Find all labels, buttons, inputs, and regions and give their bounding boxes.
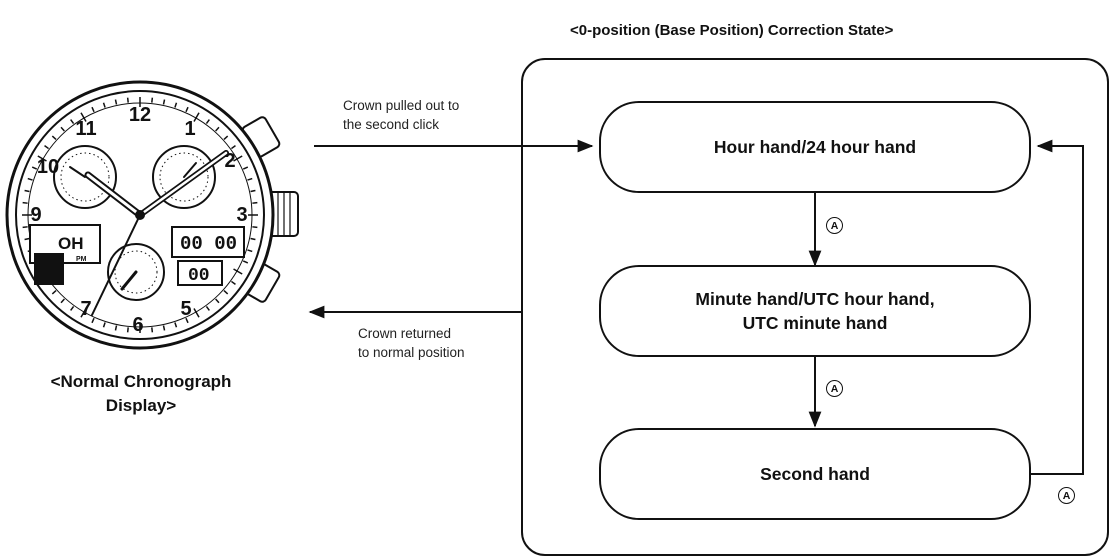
dial-number: 12 bbox=[129, 104, 151, 126]
loop-arrow-step3-to-step1 bbox=[1031, 139, 1084, 475]
bezel-tick bbox=[24, 189, 30, 193]
step-hour-hand-label: Hour hand/24 hour hand bbox=[713, 137, 917, 157]
bezel-tick bbox=[215, 298, 220, 304]
correction-state-title: <0-position (Base Position) Correction S… bbox=[570, 22, 894, 39]
bezel-tick bbox=[151, 97, 154, 103]
bezel-tick bbox=[126, 97, 129, 103]
bezel-tick bbox=[252, 201, 258, 204]
bezel-tick bbox=[80, 308, 87, 318]
bezel-tick bbox=[185, 317, 189, 324]
crown-returned-line2: to normal position bbox=[358, 345, 465, 360]
bezel-tick bbox=[37, 155, 47, 162]
button-a-marker: A bbox=[1058, 487, 1075, 504]
bezel-tick bbox=[174, 322, 178, 328]
bezel-tick bbox=[230, 145, 236, 150]
bezel-tick bbox=[242, 260, 249, 264]
dial-number: 6 bbox=[132, 314, 143, 336]
bezel-tick bbox=[27, 177, 33, 181]
bezel-tick bbox=[102, 102, 106, 108]
step-hour-hand: Hour hand/24 hour hand bbox=[599, 101, 1031, 193]
lcd-right-bottom-window bbox=[177, 260, 223, 286]
lcd-right-top-text: 00 00 bbox=[180, 233, 237, 255]
bezel-tick bbox=[162, 99, 166, 105]
bezel-tick bbox=[31, 166, 38, 170]
bezel-tick bbox=[247, 177, 253, 181]
bezel-tick bbox=[233, 268, 243, 275]
dial-number: 3 bbox=[236, 204, 247, 226]
bezel-tick bbox=[51, 290, 57, 295]
bezel-tick bbox=[223, 290, 229, 295]
step-minute-hand: Minute hand/UTC hour hand, UTC minute ha… bbox=[599, 265, 1031, 357]
bezel-tick bbox=[174, 102, 178, 108]
bezel-tick bbox=[247, 249, 253, 253]
bezel-tick bbox=[44, 145, 50, 150]
bezel-tick bbox=[91, 317, 95, 324]
crown-returned-line1: Crown returned bbox=[358, 326, 452, 341]
correction-state-panel bbox=[521, 58, 1109, 556]
step-minute-hand-label-line2: UTC minute hand bbox=[742, 313, 888, 333]
bezel-tick bbox=[114, 325, 118, 331]
bezel-tick bbox=[22, 201, 28, 204]
second-hand bbox=[91, 214, 141, 316]
bezel-tick bbox=[24, 237, 30, 241]
bezel-tick bbox=[193, 112, 200, 122]
bezel-tick bbox=[252, 226, 258, 229]
bezel-tick bbox=[70, 119, 75, 125]
dial-number: 10 bbox=[37, 156, 59, 178]
bezel-tick bbox=[193, 308, 200, 318]
dial-number: 1 bbox=[184, 118, 195, 140]
lcd-right-bottom-text: 00 bbox=[188, 266, 210, 286]
bezel-tick bbox=[102, 322, 106, 328]
crown-returned-note: Crown returned to normal position bbox=[358, 324, 465, 362]
bezel-tick bbox=[205, 119, 210, 125]
bezel-tick bbox=[70, 305, 75, 311]
crown-pulled-line1: Crown pulled out to bbox=[343, 98, 460, 113]
bezel-tick bbox=[22, 226, 28, 229]
bezel-tick bbox=[80, 112, 87, 122]
button-a-marker: A bbox=[826, 380, 843, 397]
crown-pulled-line2: the second click bbox=[343, 117, 440, 132]
dial-number: 7 bbox=[80, 298, 91, 320]
button-a-marker: A bbox=[826, 217, 843, 234]
bezel-tick bbox=[205, 305, 210, 311]
dial-number: 2 bbox=[224, 150, 235, 172]
bezel-tick bbox=[60, 298, 65, 304]
bezel-tick bbox=[114, 99, 118, 105]
bezel-tick bbox=[162, 325, 166, 331]
bezel-tick bbox=[230, 280, 236, 285]
lcd-left-sub-text: PM bbox=[76, 256, 87, 263]
bezel-tick bbox=[185, 106, 189, 113]
bezel-tick bbox=[223, 135, 229, 140]
bezel-tick bbox=[242, 166, 249, 170]
bezel-tick bbox=[233, 155, 243, 162]
crown-pulled-note: Crown pulled out to the second click bbox=[343, 96, 459, 134]
bezel-tick bbox=[60, 126, 65, 132]
watch-caption-line2: Display> bbox=[105, 396, 177, 415]
lcd-left-text: OH bbox=[58, 234, 84, 253]
step-minute-hand-label-line1: Minute hand/UTC hour hand, bbox=[695, 289, 935, 309]
bezel-tick bbox=[126, 327, 129, 333]
watch-caption-line1: <Normal Chronograph bbox=[50, 372, 232, 391]
dial-number: 5 bbox=[180, 298, 191, 320]
step-second-hand-label: Second hand bbox=[760, 464, 870, 484]
lcd-right-top-window bbox=[171, 226, 245, 258]
bezel-tick bbox=[51, 135, 57, 140]
bezel-tick bbox=[91, 106, 95, 113]
dial-number: 9 bbox=[30, 204, 41, 226]
step-second-hand: Second hand bbox=[599, 428, 1031, 520]
bezel-tick bbox=[215, 126, 220, 132]
bezel-tick bbox=[250, 189, 256, 193]
chronograph-watch-illustration: OH PM 00 00 00 12 1 2 3 5 6 7 9 10 11 bbox=[5, 80, 299, 350]
bezel-tick bbox=[151, 327, 154, 333]
dial-number: 11 bbox=[75, 118, 96, 140]
bezel-tick bbox=[250, 237, 256, 241]
watch-caption: <Normal Chronograph Display> bbox=[6, 370, 276, 418]
